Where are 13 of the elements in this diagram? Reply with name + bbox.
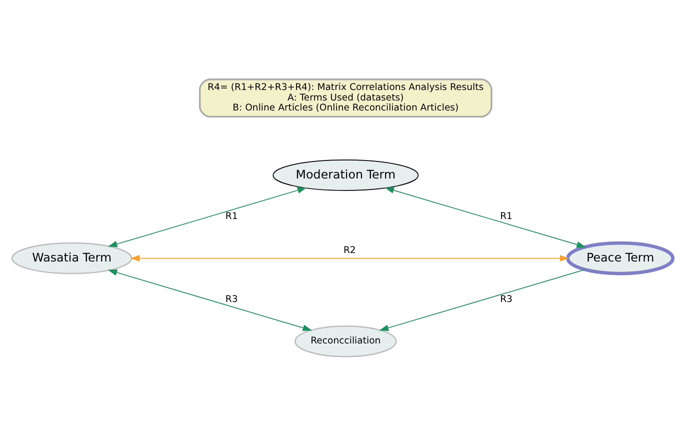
edge-label: R3 <box>225 294 238 306</box>
edge-label: R2 <box>343 245 356 256</box>
edge-label: R3 <box>500 294 513 306</box>
arrow <box>384 187 586 248</box>
node-box: R4= (R1+R2+R3+R4): Matrix Correlations Analysis Results A: Terms Used (datasets) B: Online Articles (Online Reconciliation Articles) <box>199 78 492 118</box>
arrow <box>130 255 570 262</box>
arrow <box>379 269 586 332</box>
node-ellipse: Wasatia Term <box>12 242 132 274</box>
edge-label: R1 <box>500 211 513 222</box>
arrow <box>108 187 307 248</box>
edge-label: R1 <box>225 211 238 222</box>
node-ellipse: Moderation Term <box>272 160 419 191</box>
arrow <box>108 269 312 331</box>
